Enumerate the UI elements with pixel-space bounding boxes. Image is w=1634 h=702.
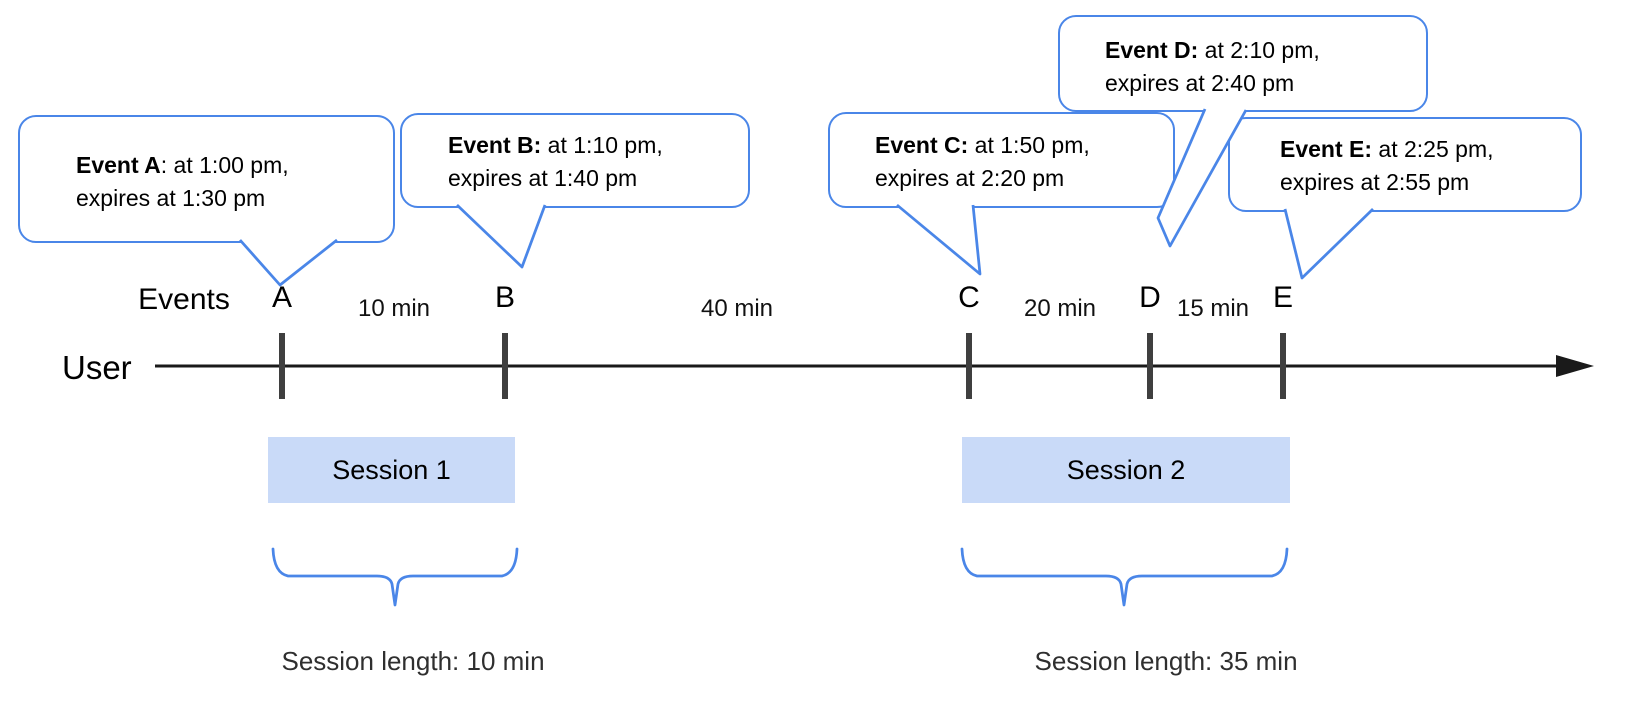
event-a-callout-line1: Event A: at 1:00 pm, — [76, 152, 289, 178]
events-row-label: Events — [138, 283, 230, 316]
event-a-callout-tail — [238, 238, 338, 287]
event-d-callout-line1: Event D: at 2:10 pm, — [1105, 37, 1320, 63]
event-d-callout: Event D: at 2:10 pm, expires at 2:40 pm — [1058, 15, 1428, 112]
event-mark-c: C — [958, 281, 980, 314]
event-e-callout-line2: expires at 2:55 pm — [1280, 169, 1470, 195]
user-axis-label: User — [62, 349, 132, 386]
event-b-callout-tail — [456, 204, 547, 269]
interval-b-c: 40 min — [700, 295, 774, 322]
session-1-box: Session 1 — [268, 437, 515, 503]
event-mark-e: E — [1272, 281, 1294, 314]
event-e-callout-line1: Event E: at 2:25 pm, — [1280, 136, 1494, 162]
event-mark-b: B — [494, 281, 516, 314]
session-2-brace — [960, 547, 1289, 607]
session-1-length-label: Session length: 10 min — [281, 646, 545, 676]
event-c-callout-tail — [896, 203, 982, 276]
interval-a-b: 10 min — [357, 295, 431, 322]
event-c-callout: Event C: at 1:50 pm, expires at 2:20 pm — [828, 112, 1175, 208]
event-b-callout: Event B: at 1:10 pm, expires at 1:40 pm — [400, 113, 750, 208]
event-c-callout-line1: Event C: at 1:50 pm, — [875, 132, 1090, 158]
session-1-label: Session 1 — [332, 454, 451, 485]
event-a-callout: Event A: at 1:00 pm, expires at 1:30 pm — [18, 115, 395, 243]
session-2-box: Session 2 — [962, 437, 1290, 503]
session-2-label: Session 2 — [1066, 454, 1186, 485]
event-b-callout-line1: Event B: at 1:10 pm, — [448, 132, 663, 158]
session-1-brace — [271, 547, 519, 607]
event-mark-d: D — [1139, 281, 1161, 314]
event-a-callout-line2: expires at 1:30 pm — [76, 185, 266, 211]
session-2-length-label: Session length: 35 min — [1034, 646, 1298, 676]
event-c-callout-line2: expires at 2:20 pm — [875, 165, 1065, 191]
interval-d-e: 15 min — [1176, 295, 1250, 322]
timeline-arrowhead-icon — [1556, 355, 1594, 377]
event-e-callout-tail — [1283, 208, 1374, 280]
event-d-callout-line2: expires at 2:40 pm — [1105, 70, 1295, 96]
event-mark-a: A — [271, 281, 293, 314]
event-e-callout: Event E: at 2:25 pm, expires at 2:55 pm — [1228, 117, 1582, 212]
event-b-callout-line2: expires at 1:40 pm — [448, 165, 638, 191]
interval-c-d: 20 min — [1023, 295, 1097, 322]
